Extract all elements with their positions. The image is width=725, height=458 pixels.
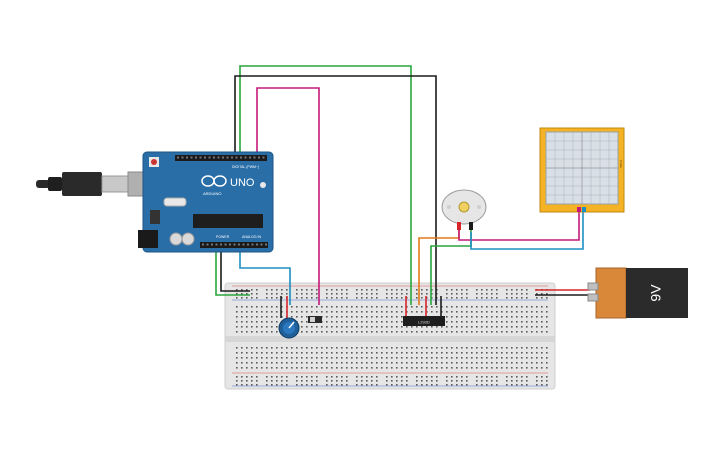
usb-cable[interactable] <box>36 171 145 197</box>
oscilloscope-grid <box>545 131 619 205</box>
power-jack <box>138 230 158 248</box>
dc-motor[interactable] <box>441 189 487 230</box>
driver-chip[interactable]: L293D <box>403 316 445 326</box>
wire-green-top[interactable] <box>239 65 412 305</box>
regulator <box>150 210 160 224</box>
arduino-brand-text: ARDUINO <box>203 191 221 196</box>
scope-terminal-2 <box>582 207 586 212</box>
scope-terminal-1 <box>577 207 581 212</box>
potentiometer[interactable] <box>278 317 300 339</box>
battery-body <box>626 268 688 318</box>
uno-logo-text: UNO <box>230 177 255 189</box>
wire-magenta-scope[interactable] <box>458 212 580 241</box>
capacitor-2 <box>181 232 195 246</box>
led-indicator <box>260 182 266 188</box>
driver-chip-label: L293D <box>418 320 430 325</box>
breadboard-center-channel <box>225 336 555 342</box>
wire-black-5v[interactable] <box>220 250 250 292</box>
arduino-infinity-logo <box>201 175 227 187</box>
wire-black-top[interactable] <box>234 75 437 305</box>
crystal <box>163 197 187 207</box>
motor-terminal-black <box>469 222 473 230</box>
analog-label: ANALOG IN <box>242 235 262 239</box>
digital-label: DIGITAL (PWM~) <box>232 165 259 169</box>
motor-terminal-red <box>457 222 461 230</box>
capacitor-1 <box>169 232 183 246</box>
battery-9v[interactable]: 9V <box>587 267 688 319</box>
battery-cap <box>595 267 627 319</box>
wire-magenta-top[interactable] <box>256 87 320 305</box>
battery-label: 9V <box>648 284 664 302</box>
atmega-chip <box>193 214 263 228</box>
wires <box>215 65 590 320</box>
battery-terminal-neg <box>587 293 599 302</box>
digital-header <box>175 155 267 161</box>
power-label: POWER <box>216 235 230 239</box>
oscilloscope[interactable]: Probe <box>539 127 625 213</box>
reset-button-cap <box>151 159 157 165</box>
arduino-uno-board[interactable]: UNO ARDUINO DIGITAL (PWM~) POWER ANALOG … <box>138 151 274 253</box>
battery-terminal-pos <box>587 282 599 291</box>
breadboard[interactable] <box>224 282 556 390</box>
wire-blue-scope[interactable] <box>470 212 584 250</box>
wire-blue-analog[interactable] <box>239 250 291 305</box>
oscilloscope-side-label: Probe <box>619 160 623 168</box>
slide-switch[interactable] <box>308 316 322 323</box>
wire-green-gnd[interactable] <box>215 250 250 296</box>
